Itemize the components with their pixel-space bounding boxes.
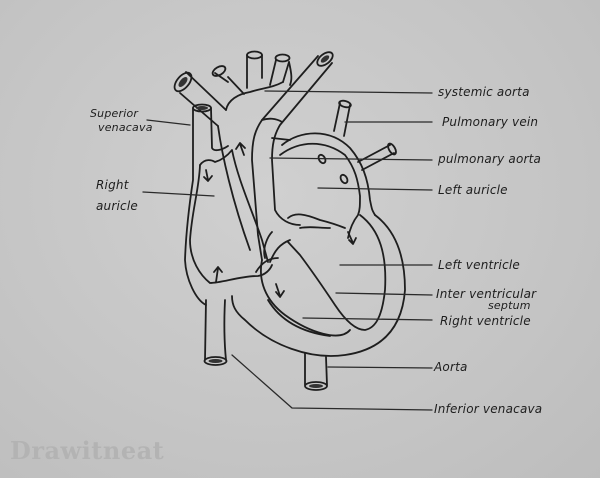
leader-superior-venacava xyxy=(146,119,191,126)
label-left-ventricle: Left ventricle xyxy=(438,258,520,272)
label-inferior-venacava: Inferior venacava xyxy=(434,402,543,416)
label-right-auricle-line2: auricle xyxy=(96,199,138,213)
label-right-auricle: Right auricle xyxy=(96,175,138,217)
leader-right-auricle xyxy=(142,191,215,197)
leader-pulmonary-aorta xyxy=(269,157,433,161)
left-auricle-chamber xyxy=(279,99,397,245)
label-superior-venacava: Superior venacava xyxy=(90,107,153,135)
label-aorta: Aorta xyxy=(434,360,468,374)
label-interventricular-line1: Inter ventricular xyxy=(436,287,537,301)
descending-aorta-tube xyxy=(304,352,328,391)
superior-venacava-tube xyxy=(184,103,229,306)
inferior-venacava-tube xyxy=(203,299,228,366)
leader-left-auricle xyxy=(317,187,433,191)
leader-systemic-aorta xyxy=(264,90,433,94)
label-interventricular-septum: Inter ventricular septum xyxy=(436,288,536,312)
right-auricle-chamber xyxy=(189,142,273,284)
label-septum-line2: septum xyxy=(488,299,531,312)
leader-lines xyxy=(142,90,433,411)
leader-aorta xyxy=(327,366,433,369)
leader-right-ventricle xyxy=(302,317,433,321)
valves xyxy=(263,213,346,298)
label-right-ventricle: Right ventricle xyxy=(440,314,531,328)
label-pulmonary-aorta: pulmonary aorta xyxy=(438,152,542,166)
leader-inferior-venacava xyxy=(231,354,433,411)
aortic-arch xyxy=(173,50,293,251)
pulmonary-trunk xyxy=(251,51,334,261)
label-pulmonary-vein: Pulmonary vein xyxy=(442,115,539,129)
ventricles xyxy=(231,214,406,357)
watermark: Drawitneat xyxy=(10,436,165,465)
label-left-auricle: Left auricle xyxy=(438,183,508,197)
label-right-auricle-line1: Right xyxy=(96,178,129,192)
leader-interventricular-septum xyxy=(335,292,433,296)
label-superior-venacava-line1: Superior xyxy=(90,107,139,120)
label-systemic-aorta: systemic aorta xyxy=(438,85,530,99)
label-superior-venacava-line2: venacava xyxy=(98,121,153,134)
